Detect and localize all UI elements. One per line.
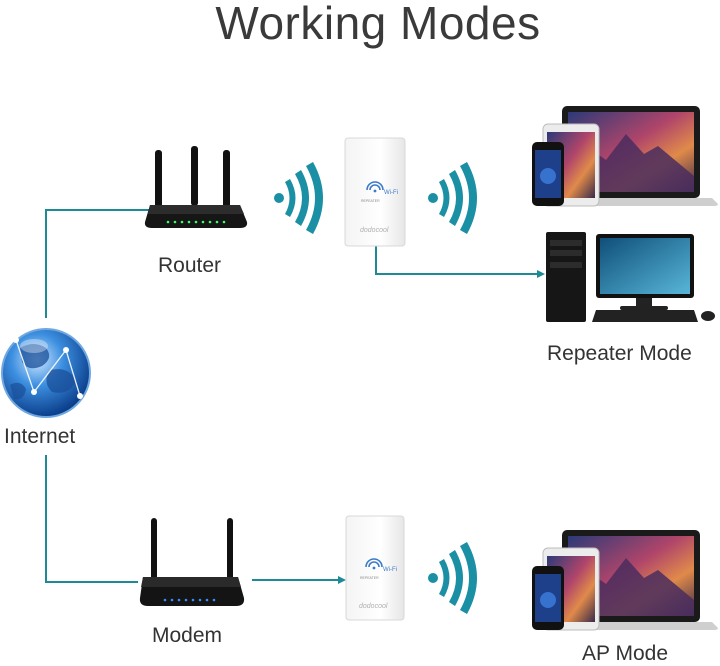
repeater-brand: dodocool <box>360 227 389 234</box>
router-label: Router <box>158 254 222 277</box>
phone-icon <box>532 142 564 206</box>
modem-icon <box>139 518 245 606</box>
ap-mode-label: AP Mode <box>582 642 668 665</box>
ap-repeater-caption: REPEATER <box>360 576 379 580</box>
ap-repeater-wifi-mark: Wi-Fi <box>383 567 397 573</box>
router-icon <box>144 146 248 228</box>
ap-repeater-brand: dodocool <box>359 603 388 610</box>
phone-icon <box>532 566 564 630</box>
wifi-waves-icon <box>428 162 477 234</box>
diagram-title: Working Modes <box>215 0 541 49</box>
internet-to-router-line <box>45 209 150 318</box>
repeater-icon: Wi-Fi REPEATER dodocool <box>344 137 406 247</box>
modem-label: Modem <box>152 624 223 647</box>
globe-icon <box>1 328 91 418</box>
connection-lines <box>45 209 537 583</box>
wifi-waves-icon <box>274 162 323 234</box>
desktop-pc-icon <box>546 232 715 322</box>
repeater-wifi-mark: Wi-Fi <box>384 190 398 196</box>
ap-repeater-icon: Wi-Fi REPEATER dodocool <box>345 515 405 621</box>
wifi-waves-icon <box>428 542 477 614</box>
repeater-caption: REPEATER <box>361 199 380 203</box>
internet-label: Internet <box>4 425 76 448</box>
pc-arrow-icon <box>537 270 545 278</box>
repeater-mode-label: Repeater Mode <box>547 342 692 365</box>
ap-arrow-icon <box>338 576 346 584</box>
repeater-to-pc-line <box>375 245 537 275</box>
internet-to-modem-line <box>45 455 138 583</box>
